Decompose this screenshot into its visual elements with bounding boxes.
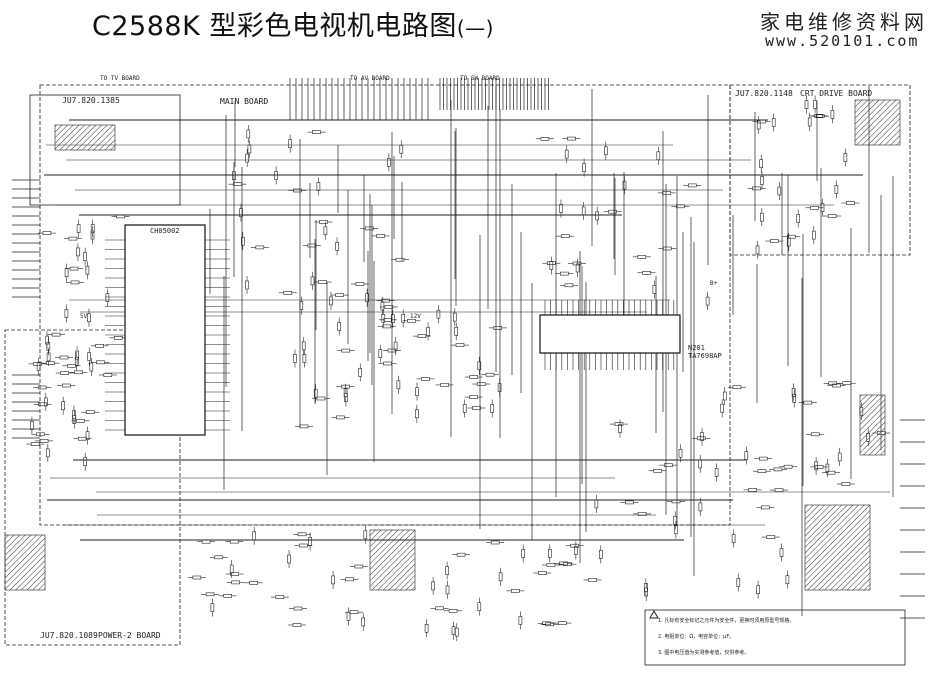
crt-board-id: JU7.820.1148 [735,89,793,98]
net-bplus: B+ [710,280,718,287]
main-board-outline [39,84,731,526]
hatch-area-right-2 [804,504,871,591]
brand-url: www.520101.com [765,32,920,50]
net-to-sw: TO SW BOARD [460,75,500,82]
note-1: 1. 凡标有安全标记之元件为安全件，更换时须用原型号规格。 [658,617,794,624]
main-ic-ref: N201 [688,344,705,352]
left-top-board-outline [29,94,181,206]
hatch-area-crt [854,99,901,146]
schematic-parts [26,95,891,642]
hatch-area-right-1 [859,394,886,456]
hatch-area-power-2 [4,534,46,591]
schematic-wires [12,78,925,619]
safety-mark-icon [649,609,659,619]
net-to-av: TO AV BOARD [350,75,390,82]
power-board-outline [4,329,181,646]
brand-name: 家电维修资料网 [760,10,928,34]
cpu-label: CH05002 [150,227,180,235]
main-ic-label: TA7698AP [688,352,722,360]
net-5v: 5V [80,313,88,320]
title-main: C2588K 型彩色电视机电路图 [92,11,457,42]
note-2: 2. 电阻单位：Ω，电容单位：μF。 [658,633,734,640]
hatch-area-power-1 [369,529,416,591]
note-3: 3. 图中电压值为实测参考值，仅供参考。 [658,649,749,656]
notes-box [644,609,906,666]
left-top-board-id: JU7.820.1385 [62,96,120,105]
main-board-label: MAIN BOARD [220,97,268,106]
title-suffix: (—) [456,16,494,40]
diagram-title: C2588K 型彩色电视机电路图(—) [92,4,494,43]
power-board-label: POWER-2 BOARD [98,631,161,640]
crt-board-label: CRT DRIVE BOARD [800,89,872,98]
power-board-id: JU7.820.1089 [40,631,98,640]
cpu-ic: CH05002 [124,224,206,436]
crt-drive-board-outline [729,84,911,256]
hatch-area-left-top [54,124,116,151]
net-12v: 12V [410,313,421,320]
net-to-tv: TO TV BOARD [100,75,140,82]
main-ic: TA7698AP N201 [539,314,722,360]
